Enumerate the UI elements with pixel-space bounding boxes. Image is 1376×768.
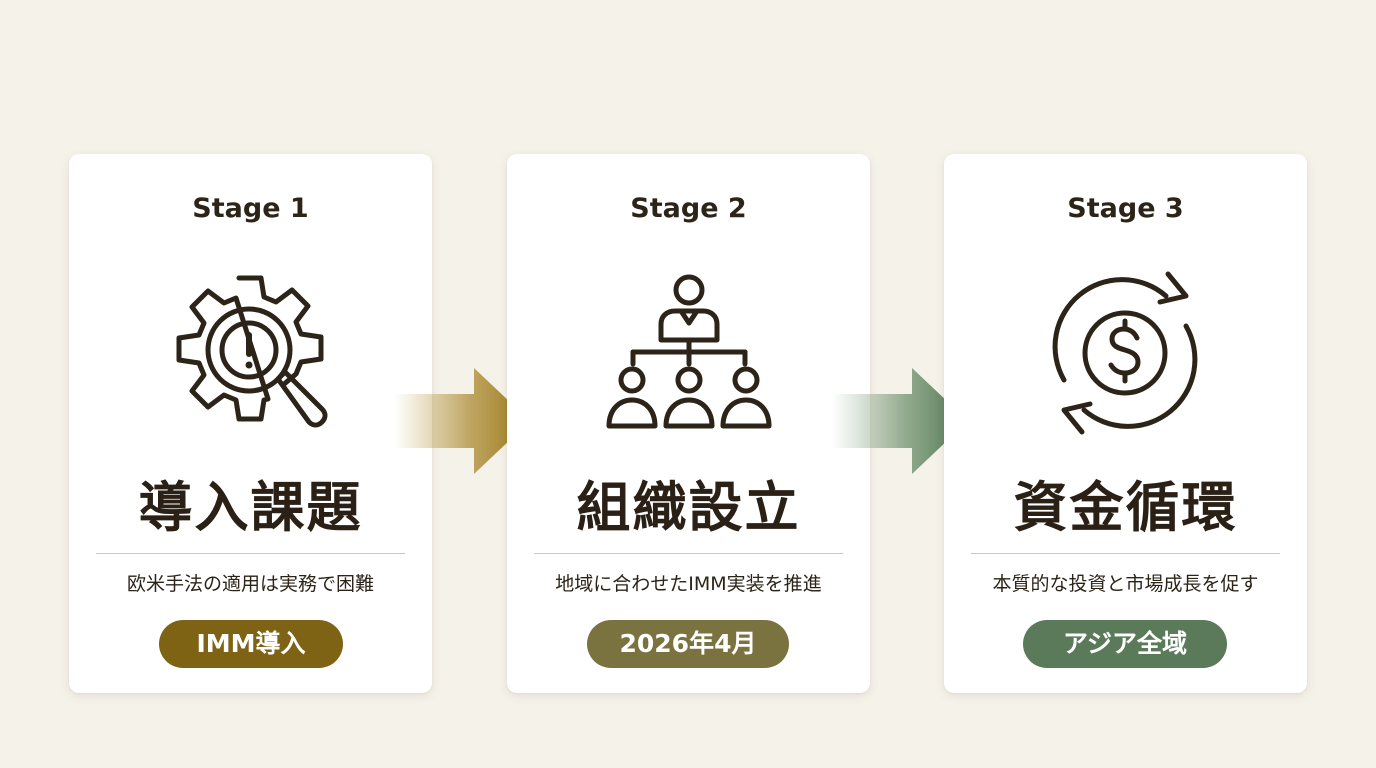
stage-description: 欧米手法の適用は実務で困難: [126, 573, 374, 595]
stage-label: Stage 2: [630, 193, 747, 224]
stage-badge: IMM導入: [159, 620, 343, 668]
divider: [96, 553, 405, 554]
org-chart-icon: [603, 268, 774, 439]
stage-card-1: Stage 1 導入課題 欧米手法の適用は実務で困難 IMM導入: [69, 154, 432, 693]
stage-title: 導入課題: [138, 475, 363, 539]
stage-description: 本質的な投資と市場成長を促す: [992, 573, 1259, 595]
divider: [971, 553, 1280, 554]
stage-label: Stage 3: [1067, 193, 1184, 224]
stage-title: 資金循環: [1013, 475, 1238, 539]
stage-badge: アジア全域: [1023, 620, 1227, 668]
stage-badge: 2026年4月: [587, 620, 789, 668]
stage-card-2: Stage 2 組織設立 地域に合わせたIMM実装を推進 2026年4月: [507, 154, 870, 693]
stage-label: Stage 1: [192, 193, 309, 224]
stage-card-3: Stage 3 資金循環 本質的な投資と市場成長を促す アジア全域: [944, 154, 1307, 693]
arrow-right-icon: [832, 366, 972, 476]
dollar-cycle-icon: [1040, 268, 1211, 439]
stage-description: 地域に合わせたIMM実装を推進: [555, 573, 822, 595]
stage-title: 組織設立: [576, 475, 801, 539]
arrow-right-icon: [394, 366, 534, 476]
divider: [534, 553, 843, 554]
gear-magnifier-alert-icon: [165, 268, 336, 439]
